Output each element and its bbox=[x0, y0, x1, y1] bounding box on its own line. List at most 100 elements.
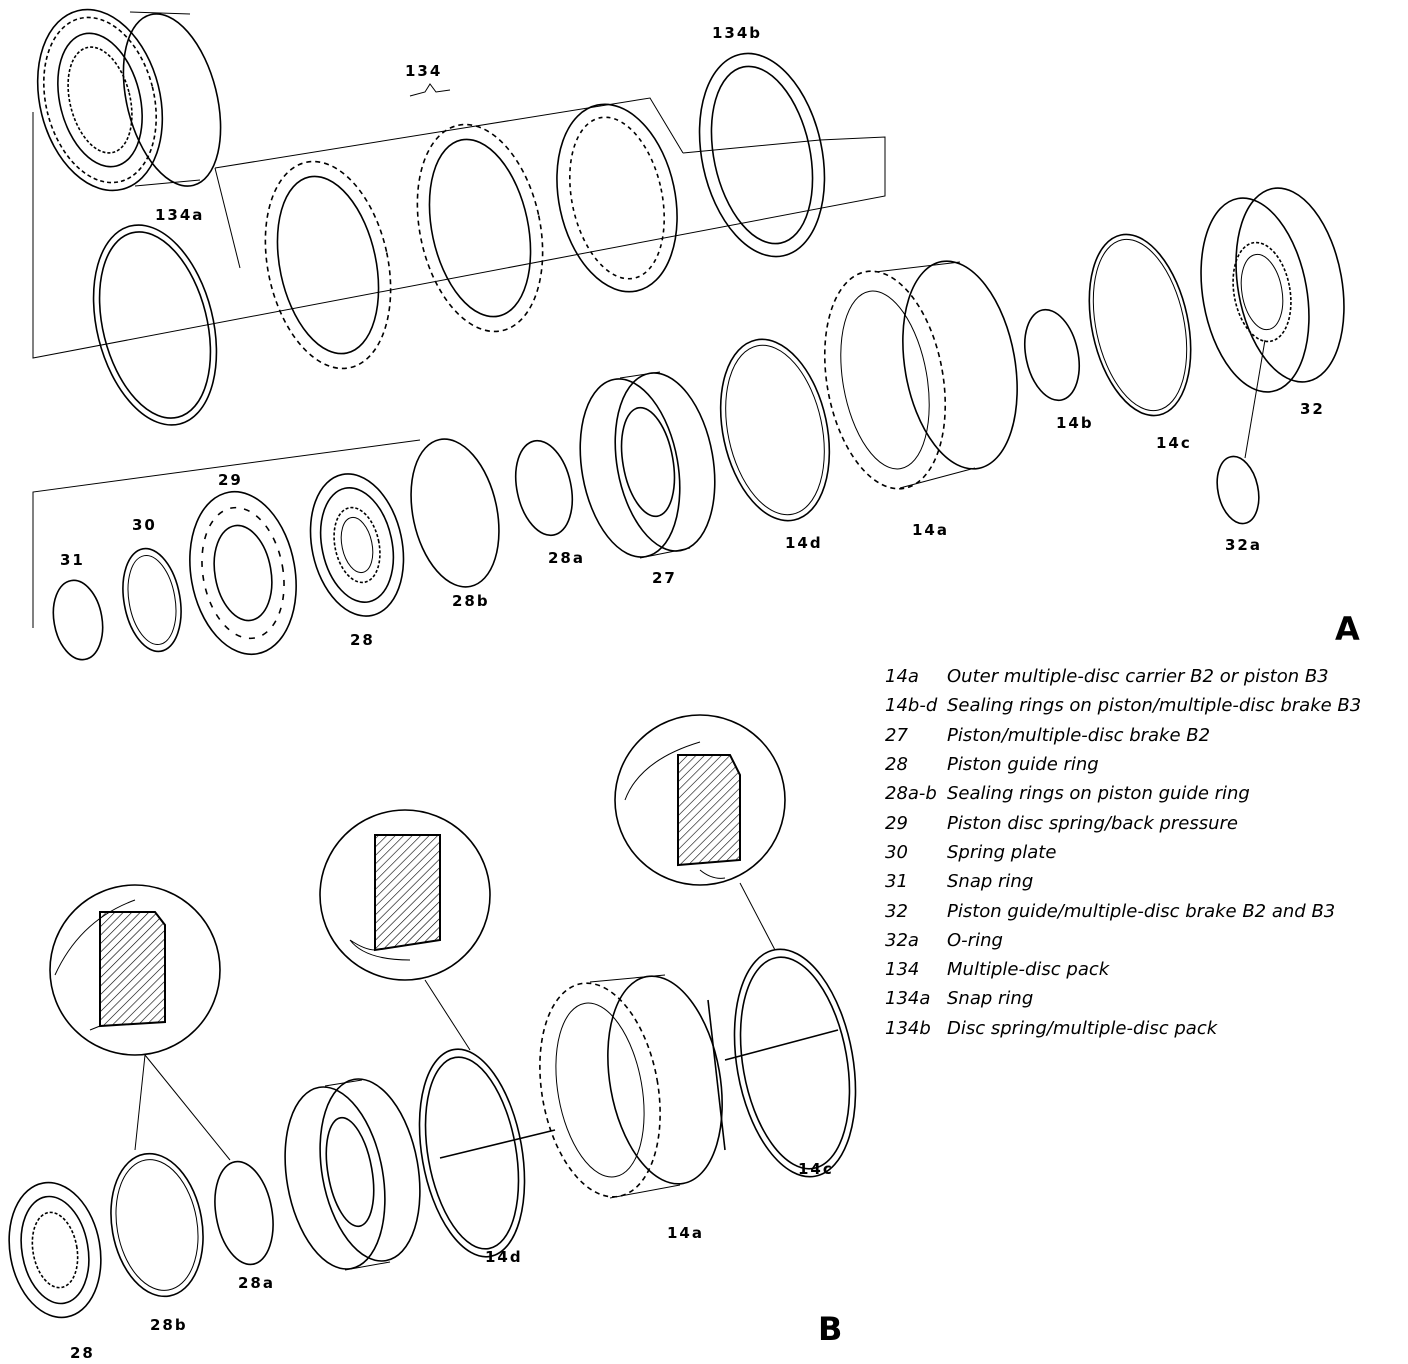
label-134: 134 bbox=[405, 62, 442, 80]
legend-row: 32 Piston guide/multiple-disc brake B2 an… bbox=[885, 896, 1361, 925]
label-14d: 14d bbox=[785, 534, 823, 552]
legend-row: 31 Snap ring bbox=[885, 867, 1361, 896]
label-31: 31 bbox=[60, 551, 85, 569]
sealing-ring-14b bbox=[1024, 308, 1080, 402]
disc-spring-29 bbox=[189, 490, 297, 656]
spring-plate-30 bbox=[122, 547, 182, 653]
piston-guide-ring-28-b bbox=[8, 1181, 102, 1319]
snap-ring-31 bbox=[52, 579, 104, 661]
detail-circle-middle bbox=[319, 809, 491, 1051]
legend-key: 27 bbox=[885, 724, 908, 746]
legend-key: 32 bbox=[885, 900, 908, 922]
label-14a-b: 14a bbox=[667, 1224, 704, 1242]
legend-key: 28 bbox=[885, 754, 908, 776]
legend-text: Multiple-disc pack bbox=[947, 959, 1110, 981]
legend-row: 32a O-ring bbox=[885, 926, 1361, 955]
legend-row: 14a Outer multiple-disc carrier B2 or pis… bbox=[885, 662, 1361, 691]
legend-text: Piston disc spring/back pressure bbox=[947, 812, 1238, 834]
legend-key: 14a bbox=[885, 666, 919, 688]
sealing-ring-28a bbox=[514, 439, 574, 537]
disc-spring-134b bbox=[698, 52, 826, 258]
label-134b: 134b bbox=[712, 24, 762, 42]
bracket-134 bbox=[214, 97, 684, 169]
sealing-ring-14d bbox=[719, 338, 831, 522]
sealing-ring-28a-b bbox=[214, 1160, 274, 1266]
disc-outer-1 bbox=[264, 160, 392, 370]
piston-guide-32 bbox=[1200, 187, 1345, 459]
legend-text: Disc spring/multiple-disc pack bbox=[947, 1017, 1218, 1039]
sealing-ring-28b bbox=[410, 438, 500, 588]
bracket-lower bbox=[32, 439, 421, 628]
legend-text: Spring plate bbox=[947, 841, 1057, 863]
label-32a: 32a bbox=[1225, 536, 1262, 554]
label-14c: 14c bbox=[1156, 434, 1192, 452]
legend-key: 134a bbox=[885, 988, 931, 1010]
legend-row: 28a-b Sealing rings on piston guide ring bbox=[885, 779, 1361, 808]
label-134a: 134a bbox=[155, 206, 204, 224]
legend-key: 30 bbox=[885, 841, 908, 863]
legend-key: 134b bbox=[885, 1017, 931, 1039]
label-14d-b: 14d bbox=[485, 1248, 523, 1266]
multiple-disc-pack-assembly bbox=[36, 8, 222, 192]
detail-circle-right bbox=[614, 714, 786, 951]
legend-text: Piston guide/multiple-disc brake B2 and … bbox=[947, 900, 1336, 922]
legend-row: 29 Piston disc spring/back pressure bbox=[885, 808, 1361, 837]
legend-row: 14b-d Sealing rings on piston/multiple-di… bbox=[885, 691, 1361, 720]
legend-text: Snap ring bbox=[947, 871, 1034, 893]
brace-134 bbox=[409, 83, 451, 97]
legend-text: O-ring bbox=[947, 929, 1003, 951]
piston-27 bbox=[579, 371, 716, 559]
label-28a-b: 28a bbox=[238, 1274, 275, 1292]
label-28b-b: 28b bbox=[150, 1316, 188, 1334]
label-29: 29 bbox=[218, 471, 243, 489]
legend-row: 134a Snap ring bbox=[885, 984, 1361, 1013]
disc-inner bbox=[556, 103, 678, 293]
bracket-134-pack bbox=[32, 112, 886, 359]
legend-key: 31 bbox=[885, 871, 908, 893]
legend-row: 134b Disc spring/multiple-disc pack bbox=[885, 1014, 1361, 1043]
sealing-ring-14c bbox=[1088, 233, 1192, 417]
label-14a: 14a bbox=[912, 521, 949, 539]
label-32: 32 bbox=[1300, 400, 1325, 418]
legend-row: 30 Spring plate bbox=[885, 838, 1361, 867]
sealing-ring-28b-b bbox=[110, 1152, 204, 1298]
legend-key: 28a-b bbox=[885, 783, 937, 805]
label-27: 27 bbox=[652, 569, 677, 587]
legend-row: 28 Piston guide ring bbox=[885, 750, 1361, 779]
parts-legend: 14a Outer multiple-disc carrier B2 or pis… bbox=[885, 662, 1361, 1043]
o-ring-32a bbox=[1216, 455, 1260, 525]
label-28: 28 bbox=[350, 631, 375, 649]
snap-ring-134a bbox=[92, 224, 218, 426]
legend-key: 29 bbox=[885, 812, 908, 834]
legend-key: 14b-d bbox=[885, 695, 938, 717]
panel-b: 14c 14a 14d 28a 28b 28 B bbox=[8, 714, 857, 1362]
legend-text: Piston guide ring bbox=[947, 754, 1099, 776]
piston-guide-ring-28 bbox=[309, 473, 405, 617]
label-14c-b: 14c bbox=[798, 1160, 834, 1178]
disc-outer-2 bbox=[416, 123, 544, 333]
legend-key: 32a bbox=[885, 929, 919, 951]
outer-carrier-14a-b bbox=[539, 974, 726, 1199]
legend-text: Piston/multiple-disc brake B2 bbox=[947, 724, 1211, 746]
bracket-pack-inner bbox=[214, 167, 241, 269]
label-28a: 28a bbox=[548, 549, 585, 567]
sealing-ring-14c-b bbox=[724, 948, 857, 1178]
panel-a-label: A bbox=[1335, 610, 1360, 648]
panel-a: 134 134b 134a 14b 14c 32 32a 14a 14d 28a… bbox=[32, 8, 1360, 661]
legend-text: Sealing rings on piston/multiple-disc br… bbox=[947, 695, 1362, 717]
legend-row: 134 Multiple-disc pack bbox=[885, 955, 1361, 984]
detail-circle-left bbox=[49, 884, 231, 1161]
piston-27-b bbox=[284, 1078, 421, 1271]
legend-row: 27 Piston/multiple-disc brake B2 bbox=[885, 721, 1361, 750]
label-28-b: 28 bbox=[70, 1344, 95, 1362]
legend-key: 134 bbox=[885, 959, 920, 981]
label-28b: 28b bbox=[452, 592, 490, 610]
panel-b-label: B bbox=[818, 1310, 842, 1348]
label-30: 30 bbox=[132, 516, 157, 534]
legend-text: Sealing rings on piston guide ring bbox=[947, 783, 1250, 805]
outer-carrier-14a bbox=[823, 260, 1018, 490]
legend-text: Outer multiple-disc carrier B2 or piston… bbox=[947, 666, 1329, 688]
legend-text: Snap ring bbox=[947, 988, 1034, 1010]
sealing-ring-14d-b bbox=[418, 1048, 556, 1258]
